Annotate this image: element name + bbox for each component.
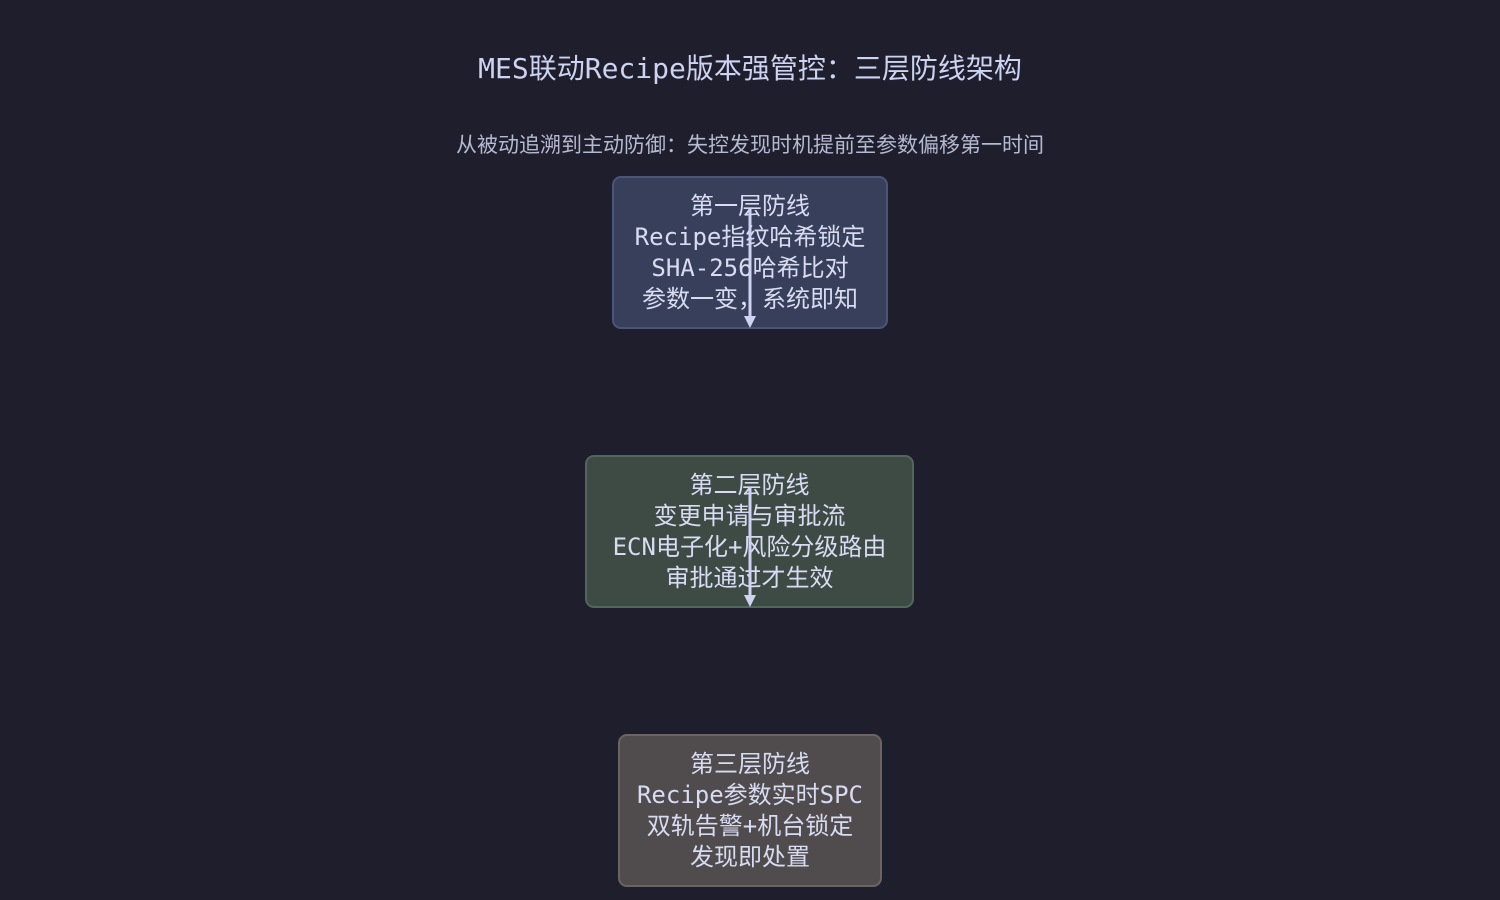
layer-1-mechanism: Recipe指纹哈希锁定 (634, 222, 866, 251)
layer-2-mechanism: 变更申请与审批流 (653, 501, 846, 530)
layer-2-method: ECN电子化+风险分级路由 (612, 532, 887, 561)
layer-1-outcome: 参数一变，系统即知 (642, 284, 858, 313)
layer-1-heading: 第一层防线 (690, 191, 810, 220)
layer-1-method: SHA-256哈希比对 (651, 253, 849, 282)
layer-3-method: 双轨告警+机台锁定 (646, 811, 854, 840)
layer-3-outcome: 发现即处置 (690, 842, 810, 871)
layer-3-heading: 第三层防线 (690, 749, 810, 778)
defense-layer-1-box: 第一层防线 Recipe指纹哈希锁定 SHA-256哈希比对 参数一变，系统即知 (612, 176, 888, 329)
layer-3-mechanism: Recipe参数实时SPC (636, 780, 864, 809)
diagram-title: MES联动Recipe版本强管控：三层防线架构 (478, 52, 1022, 85)
diagram-subtitle: 从被动追溯到主动防御：失控发现时机提前至参数偏移第一时间 (456, 133, 1044, 157)
defense-layer-2-box: 第二层防线 变更申请与审批流 ECN电子化+风险分级路由 审批通过才生效 (585, 455, 914, 608)
defense-layer-3-box: 第三层防线 Recipe参数实时SPC 双轨告警+机台锁定 发现即处置 (618, 734, 882, 887)
layer-2-heading: 第二层防线 (689, 470, 810, 499)
layer-2-outcome: 审批通过才生效 (665, 563, 834, 592)
